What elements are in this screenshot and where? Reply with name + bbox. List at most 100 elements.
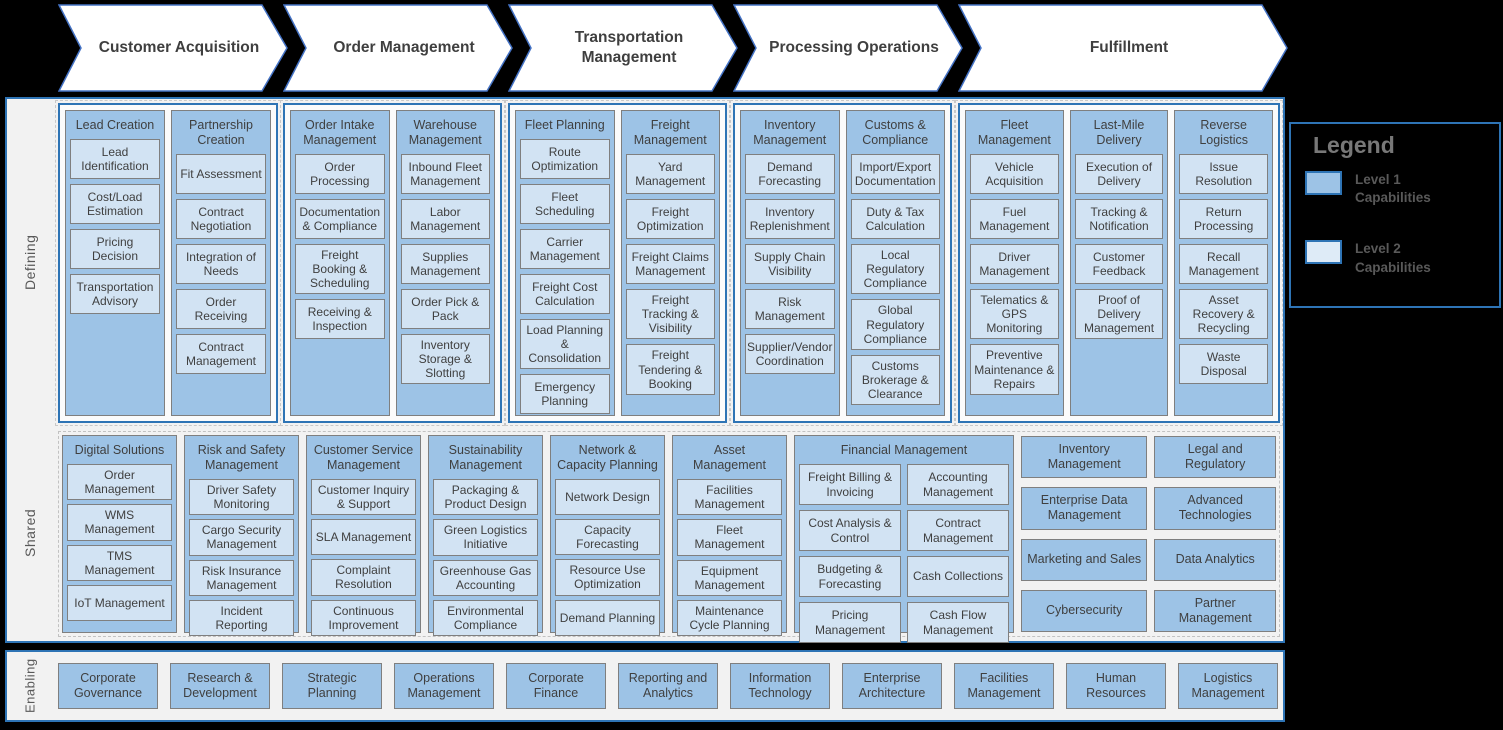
- l1-capability-title: Fleet Planning: [524, 118, 605, 132]
- phase-label: Customer Acquisition: [98, 38, 260, 56]
- l1-capability-box: Facilities Management: [954, 663, 1054, 709]
- l2-capability-box: Customs Brokerage & Clearance: [850, 354, 940, 406]
- band-label-shared: Shared: [22, 508, 38, 558]
- l2-capability-box: Carrier Management: [520, 229, 610, 269]
- l2-capability-box: Cost/Load Estimation: [70, 184, 160, 224]
- l2-capability-box: Supplier/Vendor Coordination: [745, 334, 835, 374]
- l2-capability-box: Fit Assessment: [176, 154, 266, 194]
- l1-capability-risk-and-safety-management: Risk and Safety Management Driver Safety…: [184, 435, 299, 637]
- enabling-capability-list: Corporate Governance Research & Developme…: [58, 663, 1278, 709]
- l2-capability-box: Order Processing: [295, 154, 385, 194]
- l2-capability-box: Order Pick & Pack: [400, 289, 490, 329]
- capability-group-order-management: Order Intake Management Order Processing…: [280, 100, 505, 426]
- l2-capability-box: Yard Management: [625, 154, 715, 194]
- l1-capability-box: Corporate Governance: [58, 663, 158, 709]
- l2-capability-box: Contract Negotiation: [176, 199, 266, 239]
- l2-capability-box: Packaging & Product Design: [433, 479, 538, 516]
- l2-capability-box: Customer Inquiry & Support: [311, 479, 416, 516]
- l2-capability-box: SLA Management: [311, 519, 416, 556]
- l1-capability-title: Partnership Creation: [189, 118, 253, 147]
- phase-label: Processing Operations: [769, 38, 939, 56]
- l2-capability-box: Issue Resolution: [1179, 154, 1269, 194]
- l2-capability-box: Risk Insurance Management: [189, 559, 294, 596]
- capability-map-panel: Defining Shared Lead Creation Lead Ident…: [5, 97, 1285, 643]
- l1-capability-box: Corporate Finance: [506, 663, 606, 709]
- l1-capability-box: Human Resources: [1066, 663, 1166, 709]
- l2-capability-box: Fuel Management: [970, 199, 1059, 239]
- l2-capability-box: Recall Management: [1179, 244, 1269, 284]
- l2-capability-box: Supply Chain Visibility: [745, 244, 835, 284]
- level1-color-swatch: [1305, 171, 1342, 195]
- l2-capability-box: Freight Cost Calculation: [520, 274, 610, 314]
- legend-entry-label: Level 2 Capabilities: [1355, 241, 1431, 275]
- l1-capability-financial-management: Financial Management Freight Billing & I…: [794, 435, 1014, 643]
- l1-capability-network-capacity-planning: Network & Capacity Planning Network Desi…: [550, 435, 665, 636]
- l2-capability-box: Accounting Management: [907, 464, 1009, 505]
- l1-capability-box: Operations Management: [394, 663, 494, 709]
- l2-capability-box: Complaint Resolution: [311, 559, 416, 596]
- l1-capability-box: Legal and Regulatory: [1154, 436, 1276, 479]
- l2-capability-box: Transportation Advisory: [70, 274, 160, 314]
- l2-capability-box: Cost Analysis & Control: [799, 510, 901, 551]
- l1-capability-box: Marketing and Sales: [1021, 538, 1148, 581]
- l1-capability-box: Enterprise Data Management: [1021, 487, 1148, 530]
- l2-capability-box: Demand Planning: [555, 599, 660, 636]
- l2-capability-box: Customer Feedback: [1074, 244, 1164, 284]
- chevron-arrow-shape: [283, 4, 513, 92]
- phase-label: Transportation Management: [574, 28, 684, 66]
- l1-capability-box: Logistics Management: [1178, 663, 1278, 709]
- phase-chevron-order-management: Order Management: [283, 4, 513, 92]
- l2-capability-box: Facilities Management: [677, 479, 782, 516]
- l2-capability-box: Freight Tendering & Booking: [625, 344, 715, 395]
- l1-capability-title: Order Intake Management: [303, 118, 377, 147]
- l1-capability-box: Enterprise Architecture: [842, 663, 942, 709]
- l2-capability-box: Preventive Maintenance & Repairs: [970, 344, 1059, 395]
- chevron-arrow-shape: [58, 4, 288, 92]
- phase-chevron-fulfillment: Fulfillment: [958, 4, 1288, 92]
- l2-capability-box: Order Management: [67, 464, 172, 501]
- l1-capability-last-mile-delivery: Last-Mile Delivery Execution of Delivery…: [1069, 110, 1169, 416]
- l1-capability-customer-service-management: Customer Service Management Customer Inq…: [306, 435, 421, 636]
- l1-capability-box: Partner Management: [1154, 589, 1276, 632]
- l2-capability-box: Contract Management: [907, 510, 1009, 551]
- l2-capability-box: Green Logistics Initiative: [433, 519, 538, 556]
- phase-chevron-customer-acquisition: Customer Acquisition: [58, 4, 288, 92]
- l2-capability-box: Equipment Management: [677, 559, 782, 596]
- l1-capability-box: Data Analytics: [1154, 538, 1276, 581]
- l1-capability-title: Inventory Management: [753, 118, 827, 147]
- l1-capability-title: Reverse Logistics: [1199, 118, 1248, 147]
- l2-capability-box: Environmental Compliance: [433, 599, 538, 637]
- l2-capability-box: Incident Reporting: [189, 599, 294, 637]
- l2-capability-box: Inventory Replenishment: [745, 199, 835, 239]
- l2-capability-box: Freight Billing & Invoicing: [799, 464, 901, 505]
- l1-capability-box: Advanced Technologies: [1154, 487, 1276, 530]
- l2-capability-box: Freight Tracking & Visibility: [625, 289, 715, 340]
- l2-capability-box: Network Design: [555, 479, 660, 515]
- legend-title: Legend: [1313, 132, 1395, 158]
- chevron-arrow-shape: [508, 4, 738, 92]
- level2-color-swatch: [1305, 240, 1342, 265]
- l1-capability-box: Research & Development: [170, 663, 270, 709]
